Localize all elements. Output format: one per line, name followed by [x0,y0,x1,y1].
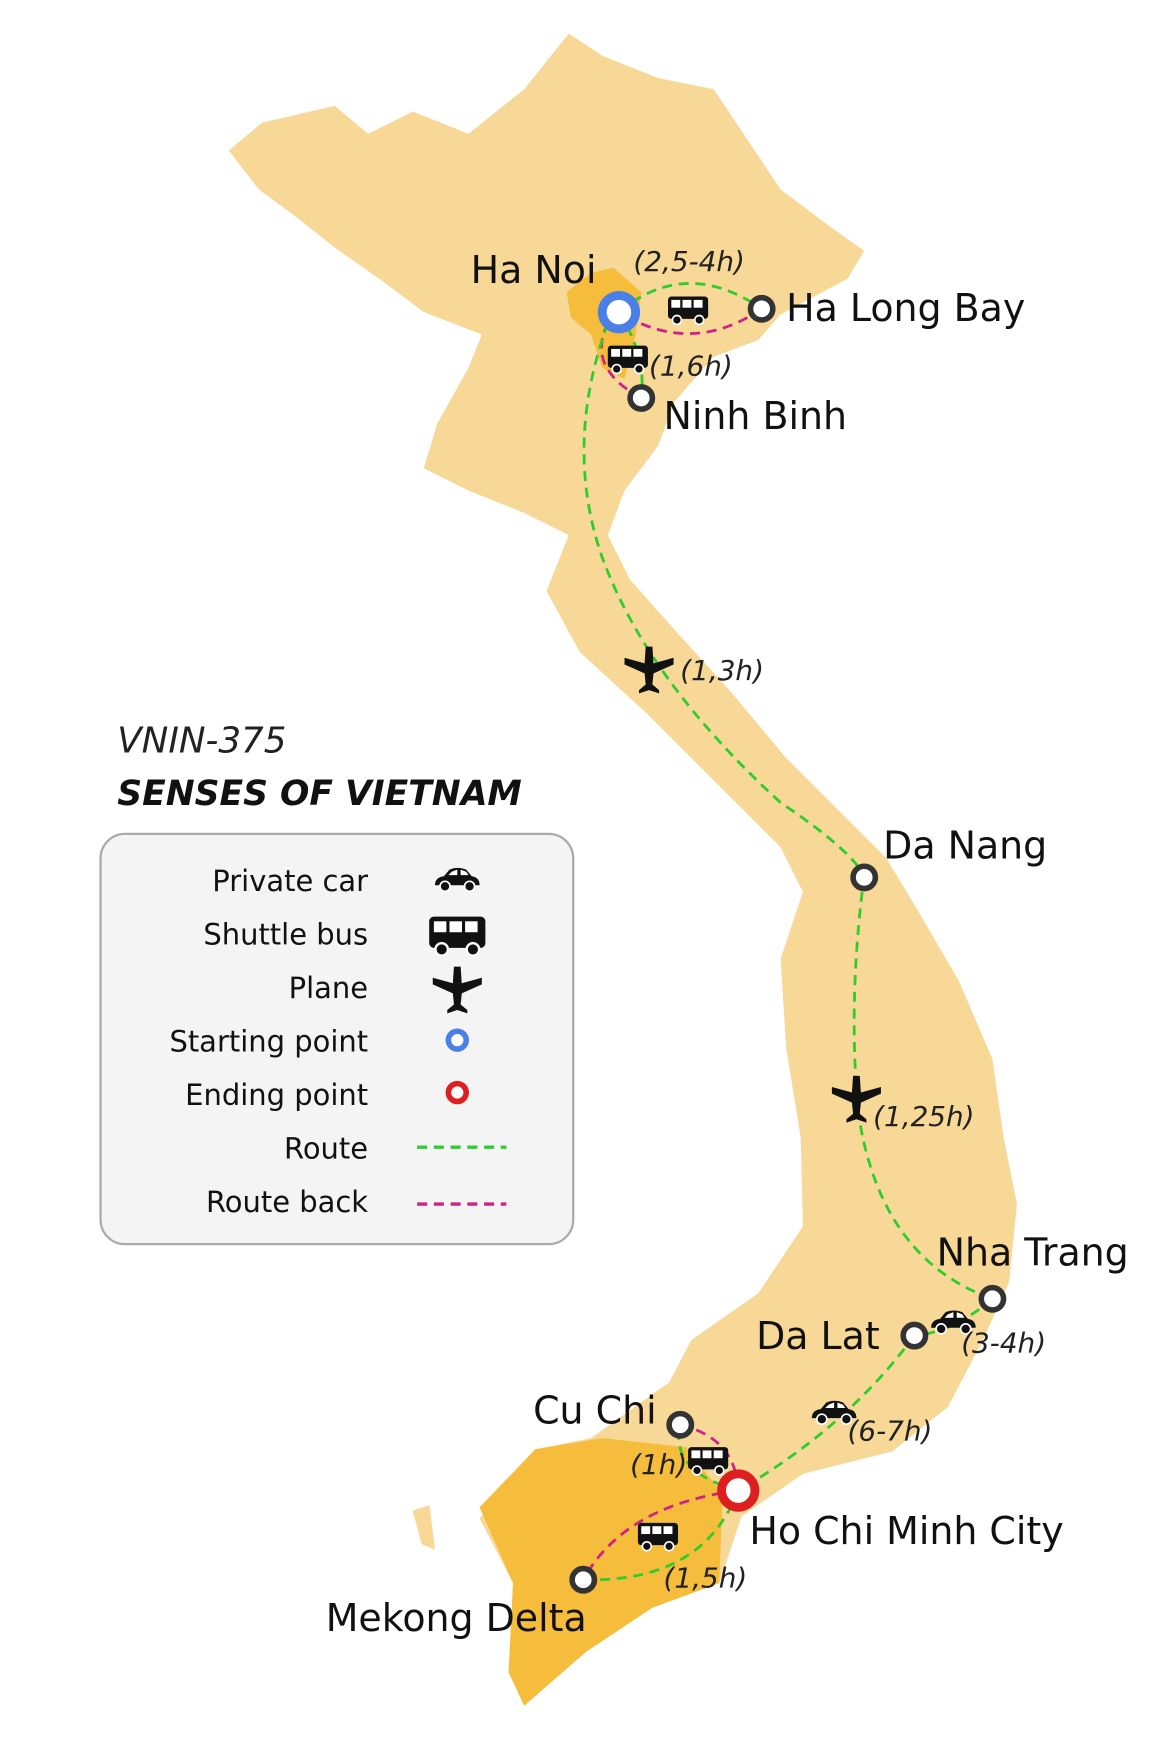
marker-nhatrang[interactable] [978,1284,1007,1313]
route-mekong [583,1490,740,1582]
legend-box: Private car Shuttle bus Plane Starting p… [99,832,575,1246]
legend-label: Ending point [185,1078,368,1112]
duration-nhatrang-dalat: (3-4h) [961,1326,1046,1359]
city-label-hanoi: Ha Noi [471,248,597,292]
city-label-nhatrang: Nha Trang [937,1230,1129,1274]
end-marker-icon [445,1080,469,1105]
city-label-hcmc: Ho Chi Minh City [749,1509,1063,1553]
duration-halong: (2,5-4h) [633,245,744,278]
marker-cuchi[interactable] [666,1410,695,1439]
marker-halong[interactable] [747,294,776,323]
marker-dalat[interactable] [900,1321,929,1350]
route-dalat-hcmc [737,1334,916,1492]
legend-label: Shuttle bus [203,917,368,951]
city-label-halong: Ha Long Bay [786,286,1025,330]
start-marker-icon [445,1028,469,1052]
tour-title: SENSES OF VIETNAM [117,774,522,814]
city-label-mekong: Mekong Delta [326,1596,587,1640]
marker-danang[interactable] [850,863,879,892]
legend-label: Route back [206,1185,368,1219]
legend-label: Route [284,1131,368,1165]
city-label-cuchi: Cu Chi [533,1389,657,1433]
duration-dalat-hcmc: (6-7h) [847,1414,932,1447]
duration-flight-1: (1,3h) [680,654,764,687]
legend-label: Private car [212,864,368,898]
duration-cuchi: (1h) [630,1448,687,1481]
duration-flight-2: (1,25h) [873,1100,974,1133]
marker-ninhbinh[interactable] [627,384,656,412]
duration-ninhbinh: (1,6h) [649,350,733,383]
legend-label: Starting point [169,1024,368,1058]
route-hanoi-danang [582,322,866,876]
legend-label: Plane [289,971,368,1005]
start-marker-hanoi[interactable] [597,290,641,334]
route-back-halong [618,307,763,336]
duration-mekong: (1,5h) [664,1562,748,1595]
route-back-mekong [582,1489,739,1581]
city-label-dalat: Da Lat [756,1314,880,1358]
city-label-ninhbinh: Ninh Binh [664,394,848,438]
route-back-ninhbinh [600,322,642,400]
end-marker-hcmc[interactable] [717,1469,760,1512]
city-label-danang: Da Nang [883,823,1047,867]
tour-code: VNIN-375 [117,721,286,762]
marker-mekong[interactable] [569,1565,598,1594]
